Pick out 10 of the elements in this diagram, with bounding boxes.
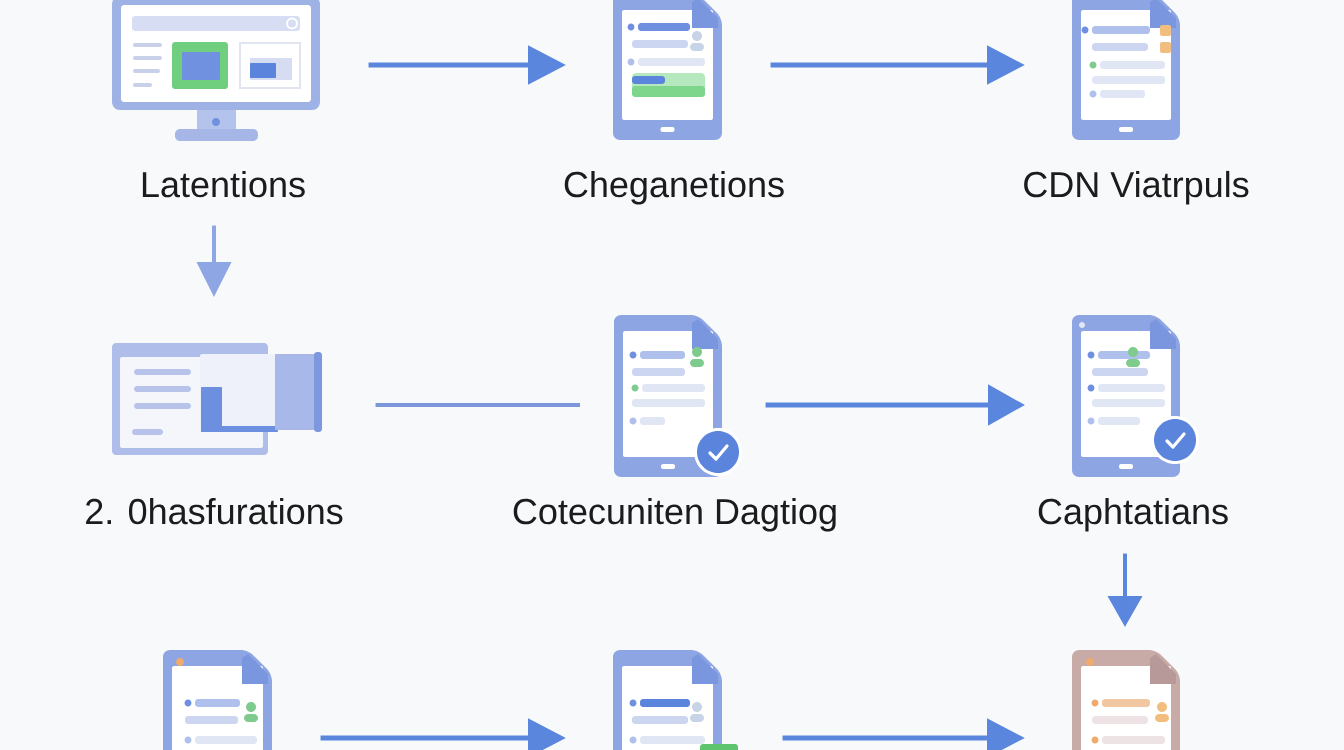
node-label: CDN Viatrpuls	[1024, 170, 1249, 205]
node-label: Cotecuniten Dagtiog	[513, 497, 836, 532]
connector-line	[375, 403, 580, 407]
document-icon	[613, 650, 738, 750]
node-label: Latentions	[142, 170, 305, 198]
node-label: Cheganetions	[564, 170, 784, 205]
node-label: Caphtatians	[1038, 497, 1228, 532]
node-label: 2. 0hasfurations	[86, 497, 343, 525]
document-icon	[163, 650, 272, 750]
document-icon	[1072, 650, 1180, 750]
